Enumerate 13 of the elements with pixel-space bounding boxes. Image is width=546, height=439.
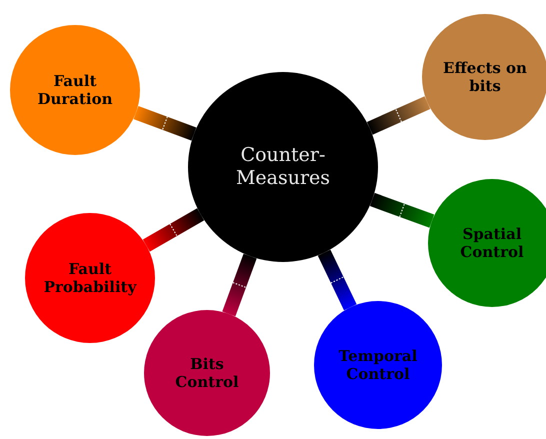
topic-label: Fault Duration bbox=[36, 72, 114, 108]
connector-bar bbox=[370, 192, 434, 228]
topic-label: Spatial Control bbox=[459, 225, 525, 261]
connector-bar bbox=[366, 96, 430, 135]
connector-bar bbox=[222, 254, 257, 316]
topic-label: Counter- Measures bbox=[234, 144, 332, 190]
connector-bar bbox=[134, 106, 196, 141]
topic-label: Bits Control bbox=[174, 355, 240, 391]
topic-label: Effects on bits bbox=[442, 59, 528, 95]
connector-bar bbox=[318, 250, 357, 310]
connector-bar bbox=[142, 208, 204, 252]
topic-label: Temporal Control bbox=[338, 347, 418, 383]
topic-label: Fault Probability bbox=[42, 260, 138, 296]
